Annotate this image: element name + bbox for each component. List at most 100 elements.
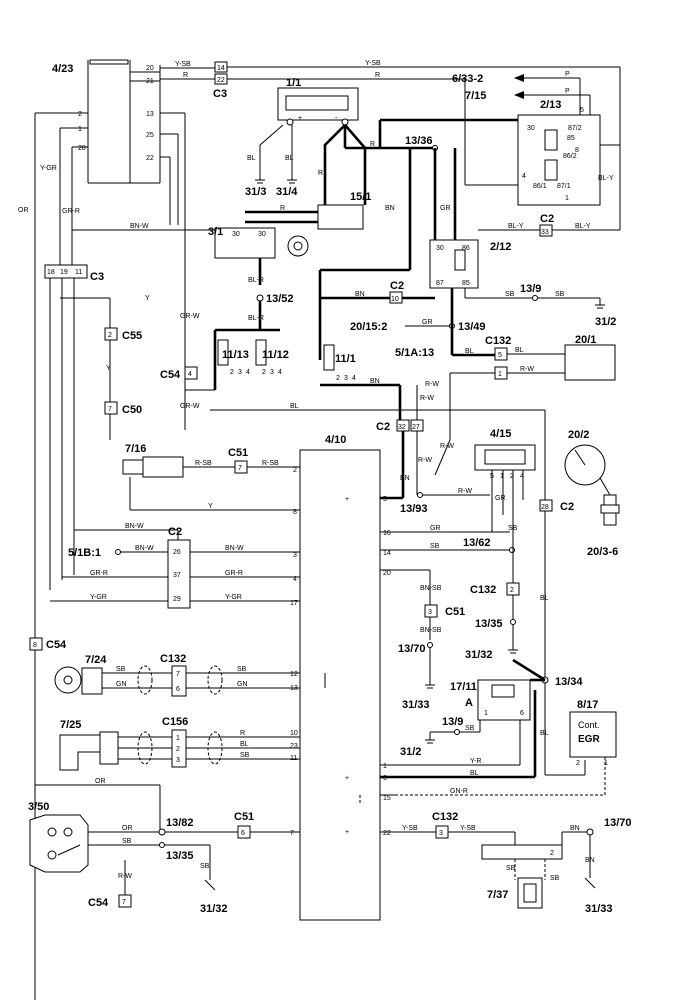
svg-text:11: 11 (75, 269, 82, 276)
label-20-2: 20/2 (568, 429, 589, 441)
label-4-15: 4/15 (490, 428, 511, 440)
c54-bot-pin-7 (118, 894, 132, 908)
svg-text:85: 85 (462, 280, 470, 287)
svg-text:27: 27 (412, 424, 420, 431)
component-2-13: 30 87/2 85 86/2 86/1 87/1 4 1 5 8 (517, 107, 601, 206)
c2-pin-28 (539, 499, 553, 512)
svg-text:SB: SB (465, 725, 475, 732)
component-4-10 (299, 449, 381, 921)
svg-text:GR-W: GR-W (180, 403, 200, 410)
svg-text:37: 37 (173, 572, 181, 579)
connector-c2-28: C2 (560, 501, 574, 513)
svg-text:R: R (375, 72, 380, 79)
svg-text:GN: GN (116, 681, 127, 688)
component-7-24 (54, 666, 103, 695)
label-3-50: 3/50 (28, 801, 49, 813)
svg-text:GR: GR (430, 525, 441, 532)
svg-text:R-W: R-W (425, 381, 439, 388)
label-31-2a: 31/2 (595, 316, 616, 328)
label-7-25: 7/25 (60, 719, 81, 731)
svg-text:8: 8 (575, 147, 579, 154)
svg-text:P: P (565, 88, 570, 95)
svg-text:R: R (318, 170, 323, 177)
svg-text:7: 7 (108, 406, 112, 413)
svg-text:BN-W: BN-W (135, 545, 154, 552)
svg-text:4: 4 (520, 473, 524, 480)
connector-c50: C50 (122, 404, 142, 416)
svg-text:3: 3 (428, 609, 432, 616)
svg-text:BL: BL (540, 595, 549, 602)
connector-c51-mid: C51 (445, 606, 465, 618)
pin-22: 22 (146, 155, 154, 162)
svg-text:GN-R: GN-R (450, 788, 468, 795)
label-13-62: 13/62 (463, 537, 491, 549)
connector-c51-top: C51 (228, 447, 248, 459)
svg-text:Y-R: Y-R (470, 758, 481, 765)
svg-text:4: 4 (293, 576, 297, 583)
svg-text:15: 15 (383, 795, 391, 802)
label-31-32a: 31/32 (465, 649, 493, 661)
label-31-33a: 31/33 (402, 699, 430, 711)
junction-13-52 (256, 294, 264, 302)
pin-25: 25 (146, 132, 154, 139)
svg-text:1: 1 (484, 710, 488, 717)
component-15-1 (317, 204, 364, 230)
junction-13-93 (417, 492, 423, 498)
svg-text:BL: BL (240, 741, 249, 748)
svg-text:86/2: 86/2 (563, 153, 577, 160)
label-17-11: 17/11 (450, 681, 477, 693)
svg-text:Y-GR: Y-GR (225, 594, 242, 601)
connector-c132-bot: C132 (432, 811, 458, 823)
junction-13-9b (454, 729, 460, 735)
svg-text:18: 18 (47, 269, 55, 276)
svg-text:R-SB: R-SB (262, 460, 279, 467)
label-7-15: 7/15 (465, 90, 486, 102)
svg-text:R-W: R-W (458, 488, 472, 495)
svg-text:4: 4 (522, 173, 526, 180)
label-13-35a: 13/35 (475, 618, 503, 630)
component-3-50 (29, 814, 89, 873)
svg-text:5: 5 (383, 496, 387, 503)
svg-text:R-W: R-W (418, 457, 432, 464)
svg-text:4: 4 (352, 375, 356, 382)
svg-text:4: 4 (278, 369, 282, 376)
svg-text:BN: BN (585, 857, 595, 864)
svg-text:2: 2 (510, 587, 514, 594)
svg-text:SB: SB (508, 525, 518, 532)
connector-c2-mid: C2 (376, 421, 390, 433)
c3-left-block (44, 264, 88, 279)
svg-text:-: - (335, 115, 338, 122)
label-31-33b: 31/33 (585, 903, 613, 915)
svg-text:2: 2 (576, 760, 580, 767)
c51-mid-pin-3 (424, 604, 438, 618)
svg-text:BL: BL (470, 770, 479, 777)
label-2-13: 2/13 (540, 99, 561, 111)
svg-text:6: 6 (383, 775, 387, 782)
svg-text:7: 7 (238, 465, 242, 472)
c2-pin-33 (539, 224, 553, 237)
label-11-1: 11/1 (335, 353, 356, 365)
svg-text:87/1: 87/1 (557, 183, 571, 190)
c54-left-pin-8 (29, 637, 43, 651)
svg-text:SB: SB (555, 291, 565, 298)
svg-text:P: P (565, 71, 570, 78)
svg-text:5: 5 (580, 107, 584, 114)
component-8-17: 2 1 (569, 711, 617, 767)
svg-text:30: 30 (436, 245, 444, 252)
svg-text:3: 3 (176, 757, 180, 764)
component-7-37 (517, 877, 543, 909)
svg-text:3: 3 (439, 830, 443, 837)
svg-text:BL-Y: BL-Y (598, 175, 614, 182)
label-13-34: 13/34 (555, 676, 583, 688)
label-31-4: 31/4 (276, 186, 298, 198)
svg-text:7: 7 (290, 830, 294, 837)
svg-text:6: 6 (176, 686, 180, 693)
c50-pin-7 (104, 401, 118, 415)
svg-text:SB: SB (240, 752, 250, 759)
component-17-11: 1 6 (477, 679, 531, 721)
svg-text:22: 22 (217, 77, 225, 84)
junction-13-82 (158, 828, 166, 836)
svg-text:Y-SB: Y-SB (402, 825, 418, 832)
